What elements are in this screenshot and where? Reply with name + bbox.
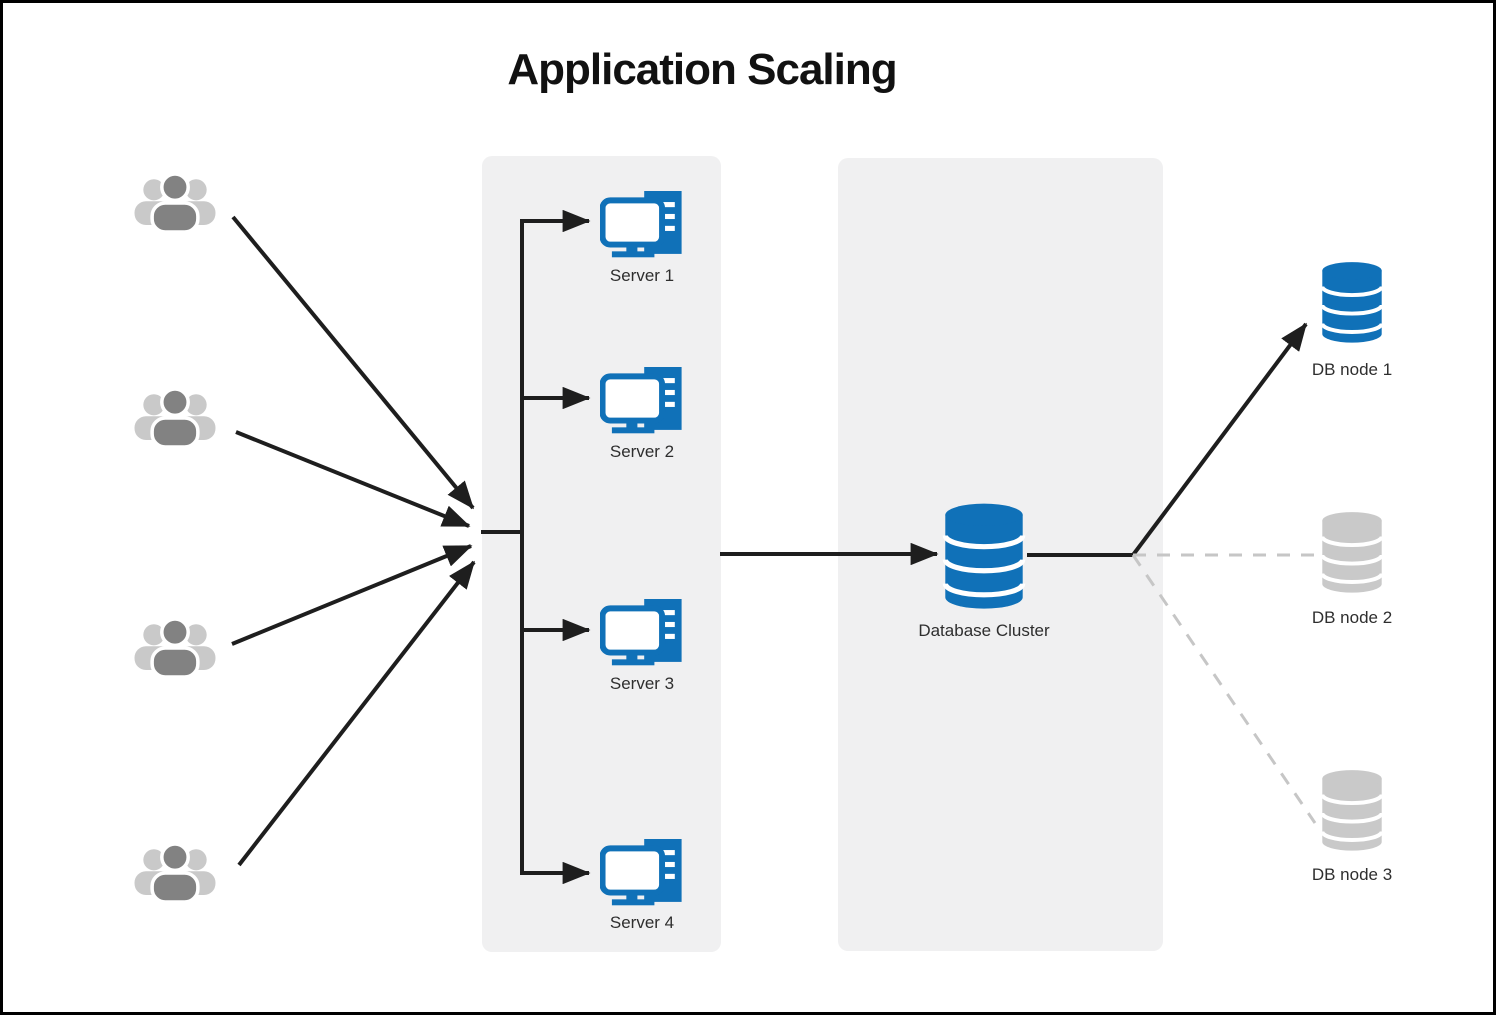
- db-node-3-link: [1131, 554, 1317, 824]
- server-icon: [600, 599, 685, 667]
- connector-layer: [231, 209, 1317, 885]
- database-cluster-label: Database Cluster: [918, 621, 1050, 640]
- db-node-icon: [1319, 510, 1385, 596]
- user-group-icon: [131, 387, 219, 449]
- server-label: Server 2: [609, 442, 675, 461]
- user-arrow-3: [231, 544, 473, 646]
- server-icon: [600, 191, 685, 259]
- user-group-icon: [131, 617, 219, 679]
- server-label: Server 4: [609, 913, 675, 932]
- db-node-icon: [1319, 768, 1385, 854]
- user-arrow-4: [237, 560, 476, 867]
- user-arrow-1: [231, 215, 475, 510]
- db-node-label: DB node 3: [1311, 865, 1393, 884]
- server-label: Server 1: [609, 266, 675, 285]
- db-node-1-arrow: [1131, 322, 1308, 557]
- db-node-label: DB node 2: [1311, 608, 1393, 627]
- user-group-icon: [131, 842, 219, 904]
- db-node-label: DB node 1: [1311, 360, 1393, 379]
- user-group-icon: [131, 172, 219, 234]
- diagram-title: Application Scaling: [507, 45, 897, 94]
- user-arrow-2: [235, 430, 471, 528]
- server-icon: [600, 839, 685, 907]
- server-icon: [600, 367, 685, 435]
- db-node-icon: [1319, 260, 1385, 346]
- server-label: Server 3: [609, 674, 675, 693]
- database-cluster-icon: [941, 501, 1027, 613]
